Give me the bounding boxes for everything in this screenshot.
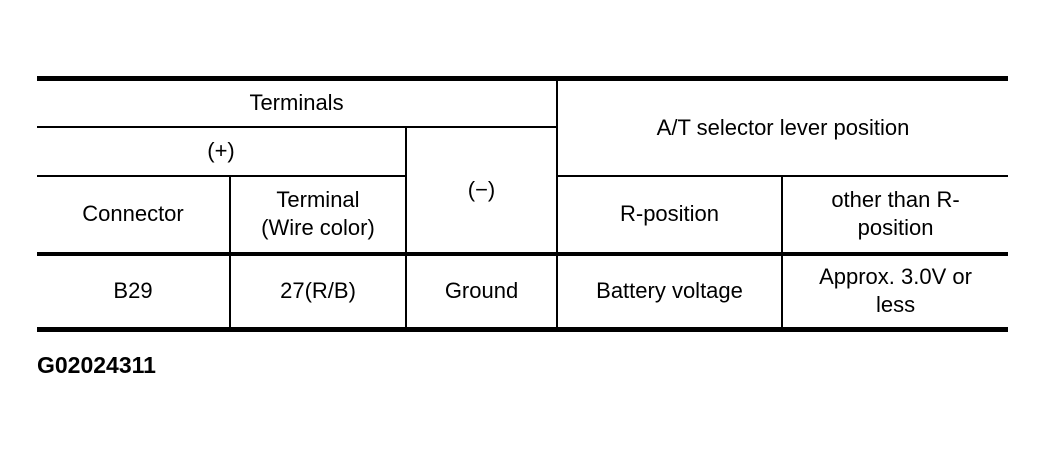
- terminal-wire-color-header-label: Terminal (Wire color): [261, 187, 375, 240]
- r-position-value-cell: Battery voltage: [557, 253, 784, 332]
- other-than-r-position-header-cell: other than R-position: [782, 175, 1009, 256]
- connector-value-cell: B29: [37, 253, 231, 332]
- other-than-r-position-value-label: Approx. 3.0V or less: [819, 264, 972, 318]
- at-selector-lever-position-header-cell: A/T selector lever position: [557, 76, 1009, 177]
- header-row-2: (+) (−): [37, 126, 1008, 256]
- plus-terminal-header-cell: (+): [37, 126, 407, 177]
- minus-terminal-header-cell: (−): [404, 126, 559, 256]
- terminals-header-cell: Terminals: [37, 76, 559, 128]
- terminal-wire-color-header-cell: Terminal (Wire color): [230, 175, 407, 256]
- minus-terminal-value-cell: Ground: [406, 253, 559, 332]
- header-row-1: Terminals A/T selector lever position: [37, 76, 1009, 177]
- terminal-spec-table: Terminals A/T selector lever position (+…: [37, 76, 1009, 332]
- other-than-r-position-value-cell: Approx. 3.0V or less: [782, 253, 1009, 332]
- other-than-r-position-header-label: other than R-position: [831, 187, 960, 240]
- connector-header-cell: Connector: [37, 175, 231, 256]
- header-row-3: Connector Terminal (Wire color) R-positi…: [37, 175, 1009, 256]
- spec-table: Terminals A/T selector lever position (+…: [37, 76, 1009, 332]
- data-row: B29 27(R/B) Ground Battery voltage Appro…: [37, 253, 1009, 332]
- figure-reference-code: G02024311: [37, 352, 156, 378]
- terminal-wire-color-value-cell: 27(R/B): [230, 253, 407, 332]
- r-position-header-cell: R-position: [557, 175, 784, 256]
